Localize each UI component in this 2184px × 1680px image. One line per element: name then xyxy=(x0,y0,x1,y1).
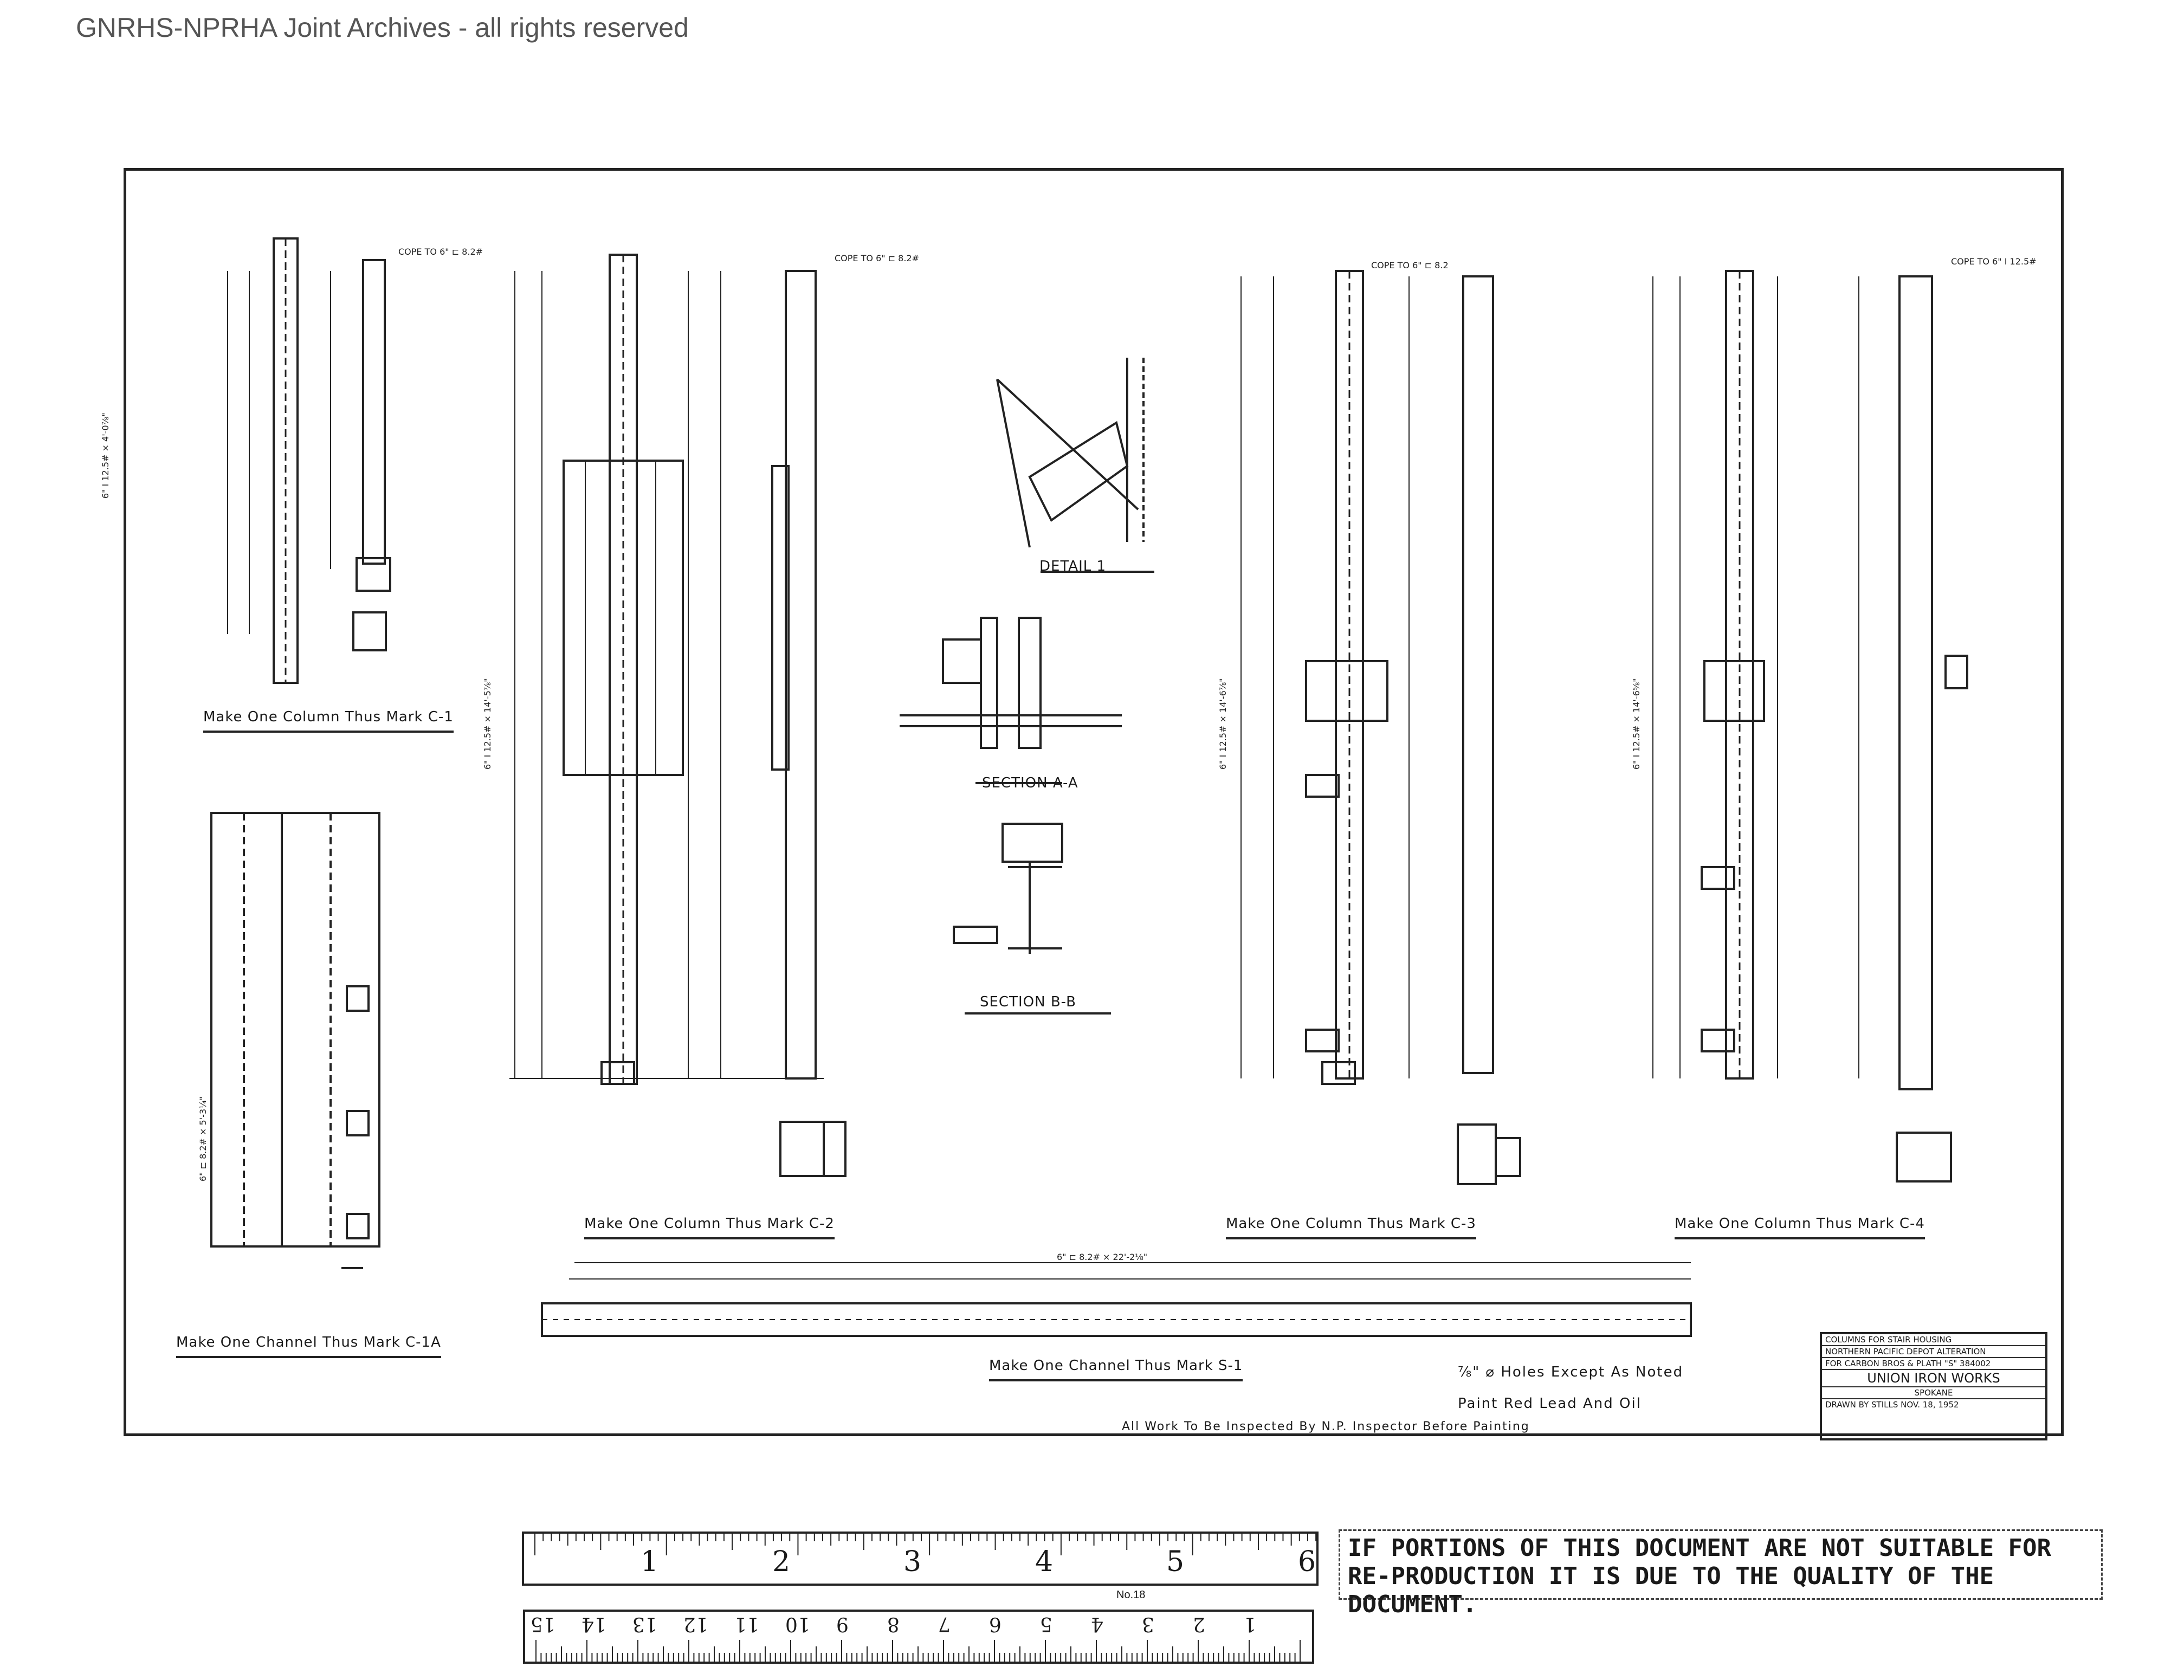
c1-member-label: 6" I 12.5# × 4'-0⅞" xyxy=(100,413,111,499)
title-line-5: SPOKANE xyxy=(1822,1387,2045,1399)
archive-watermark: GNRHS-NPRHA Joint Archives - all rights … xyxy=(76,12,689,43)
title-line-2: NORTHERN PACIFIC DEPOT ALTERATION xyxy=(1822,1346,2045,1358)
cm-label: 10 xyxy=(785,1613,810,1635)
inch-ruler-ticks xyxy=(534,1534,1316,1555)
s1-length-label: 6" ⊏ 8.2# × 22'-2⅛" xyxy=(1057,1252,1147,1262)
inch-label-1: 1 xyxy=(641,1546,659,1578)
cm-label: 14 xyxy=(581,1613,606,1635)
section-bb-drawing xyxy=(953,823,1111,1015)
cm-label: 7 xyxy=(938,1613,951,1635)
c4-member-label: 6" I 12.5# × 14'-6⅝" xyxy=(1631,678,1642,770)
paint-note: Paint Red Lead And Oil xyxy=(1458,1395,1642,1412)
column-c1-elevation xyxy=(227,237,391,684)
c3-cope-note: COPE TO 6" ⊏ 8.2 xyxy=(1371,260,1449,270)
caption-c1a: Make One Channel Thus Mark C-1A xyxy=(176,1334,441,1358)
title-line-3: FOR CARBON BROS & PLATH "S" 384002 xyxy=(1822,1358,2045,1370)
title-block: COLUMNS FOR STAIR HOUSING NORTHERN PACIF… xyxy=(1820,1332,2047,1440)
section-aa-drawing xyxy=(900,617,1122,784)
caption-c3: Make One Column Thus Mark C-3 xyxy=(1226,1216,1476,1239)
c1a-member-label: 6" ⊏ 8.2# × 5'-3¼" xyxy=(198,1096,208,1181)
channel-c1a-elevation xyxy=(210,812,380,1269)
cm-label: 6 xyxy=(989,1613,1001,1635)
ruler-maker-label: No.18 xyxy=(1116,1589,1146,1601)
holes-note: ⅞" ⌀ Holes Except As Noted xyxy=(1458,1364,1684,1380)
detail-1-drawing xyxy=(996,358,1154,573)
reproduction-notice: IF PORTIONS OF THIS DOCUMENT ARE NOT SUI… xyxy=(1339,1529,2103,1618)
column-c4-elevation xyxy=(1652,270,1968,1183)
cm-label: 5 xyxy=(1040,1613,1052,1635)
inspection-note: All Work To Be Inspected By N.P. Inspect… xyxy=(1122,1420,1530,1433)
inch-label-5: 5 xyxy=(1166,1546,1185,1578)
column-c2-elevation xyxy=(509,254,847,1177)
cm-label: 12 xyxy=(683,1613,708,1635)
caption-c4: Make One Column Thus Mark C-4 xyxy=(1675,1216,1925,1239)
c4-cope-note: COPE TO 6" I 12.5# xyxy=(1951,256,2037,267)
c2-member-label: 6" I 12.5# × 14'-5⅞" xyxy=(482,678,493,770)
section-aa-label: SECTION A-A xyxy=(982,775,1078,791)
inch-label-3: 3 xyxy=(903,1546,922,1578)
cm-label: 8 xyxy=(887,1613,900,1635)
c3-member-label: 6" I 12.5# × 14'-6⅞" xyxy=(1218,678,1228,770)
detail-1-label: DETAIL 1 xyxy=(1039,558,1107,574)
c2-cope-note: COPE TO 6" ⊏ 8.2# xyxy=(835,253,919,263)
cm-label: 11 xyxy=(734,1613,759,1635)
cm-label: 2 xyxy=(1193,1613,1205,1635)
cm-label: 1 xyxy=(1244,1613,1256,1635)
inch-ruler: 1 2 3 4 5 6 xyxy=(522,1532,1319,1586)
column-c3-elevation xyxy=(1240,270,1521,1185)
caption-c1: Make One Column Thus Mark C-1 xyxy=(203,709,454,733)
cm-ruler-ticks xyxy=(535,1640,1301,1662)
section-bb-label: SECTION B-B xyxy=(980,994,1076,1010)
cm-label: 13 xyxy=(632,1613,657,1635)
title-line-1: COLUMNS FOR STAIR HOUSING xyxy=(1822,1334,2045,1346)
cm-label: 3 xyxy=(1142,1613,1154,1635)
title-line-4: UNION IRON WORKS xyxy=(1822,1370,2045,1387)
inch-label-6: 6 xyxy=(1298,1546,1316,1578)
c1-cope-note: COPE TO 6" ⊏ 8.2# xyxy=(398,247,483,257)
title-line-6: DRAWN BY STILLS NOV. 18, 1952 xyxy=(1825,1400,1959,1410)
drawing-sheet-border xyxy=(124,168,2064,1436)
cm-label: 9 xyxy=(836,1613,849,1635)
inch-label-4: 4 xyxy=(1035,1546,1054,1578)
caption-c2: Make One Column Thus Mark C-2 xyxy=(584,1216,835,1239)
caption-s1: Make One Channel Thus Mark S-1 xyxy=(989,1358,1243,1381)
cm-label: 4 xyxy=(1091,1613,1103,1635)
inch-label-2: 2 xyxy=(772,1546,791,1578)
channel-s1-elevation xyxy=(541,1262,1692,1337)
cm-label: 15 xyxy=(531,1613,555,1635)
